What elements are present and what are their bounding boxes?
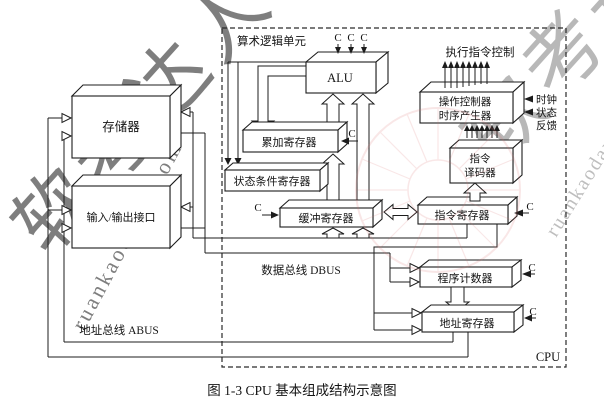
io-label: 输入/输出接口 [86,210,155,224]
alu-label: ALU [327,71,353,85]
accumulator-c-label: C [348,128,355,140]
accumulator-label: 累加寄存器 [262,135,317,149]
pc-label: 程序计数器 [438,271,493,285]
alu-c3-label: C [360,32,367,44]
feedback-label: 反馈 [536,119,557,132]
decoder-label-line1: 指令 [470,152,491,165]
accumulator-c-input: C [341,128,358,145]
clock-input-label: 时钟 [536,93,557,106]
ar-label: 地址寄存器 [440,316,495,330]
io-block: 输入/输出接口 [70,173,183,250]
buffer-register-label: 缓冲寄存器 [299,211,354,225]
pc-c-input: C [522,262,536,278]
state-input-label: 状态 [536,106,557,119]
cpu-boundary [221,27,567,368]
alu-c1-label: C [334,32,341,44]
buffer-c-input: C [254,202,279,219]
decoder-label-line2: 译码器 [464,167,496,179]
buffer-ir-arrow [383,203,418,221]
pc-c-label: C [528,262,535,274]
status-register-label: 状态条件寄存器 [234,174,311,188]
ar-c-label: C [529,306,536,318]
memory-label: 存储器 [102,119,140,134]
operation-controller-block: 操作控制器 时序产生器 [418,80,526,125]
buffer-register-block: 缓冲寄存器 [278,198,384,229]
buffer-c-label: C [254,202,261,214]
ir-label: 指令寄存器 [435,208,490,222]
abus-label: 地址总线 ABUS [79,323,159,337]
alu-unit-label: 算术逻辑单元 [237,34,306,48]
alu-c2-label: C [347,32,354,44]
alu-c-inputs: C C C [334,32,368,54]
opctrl-label-line2: 时序产生器 [439,109,492,122]
decoder-block: 指令 译码器 [448,138,524,185]
accumulator-block: 累加寄存器 [241,120,349,154]
dbus-label: 数据总线 DBUS [261,263,341,277]
status-register-block: 状态条件寄存器 [223,161,330,193]
exec-control-label: 执行指令控制 [446,45,515,59]
clock-state-inputs: 时钟 状态 反馈 [524,93,557,132]
ar-c-input: C [524,306,537,322]
alu-block: ALU [304,50,390,95]
memory-block: 存储器 [70,83,183,160]
ir-decoder-arrow [462,182,488,202]
controller-output-arrows [442,61,490,88]
ir-c-label: C [526,201,533,213]
decoder-to-controller-arrows [464,125,500,138]
ir-c-input: C [514,201,534,217]
pc-block: 程序计数器 [418,258,523,289]
cpu-label: CPU [536,350,560,364]
figure-caption: 图 1-3 CPU 基本组成结构示意图 [207,382,396,398]
opctrl-label-line1: 操作控制器 [439,95,492,108]
pc-ar-port-arrows [409,262,423,336]
ar-block: 地址寄存器 [420,303,525,334]
red-seal-watermark [355,107,521,273]
ir-block: 指令寄存器 [416,195,519,226]
